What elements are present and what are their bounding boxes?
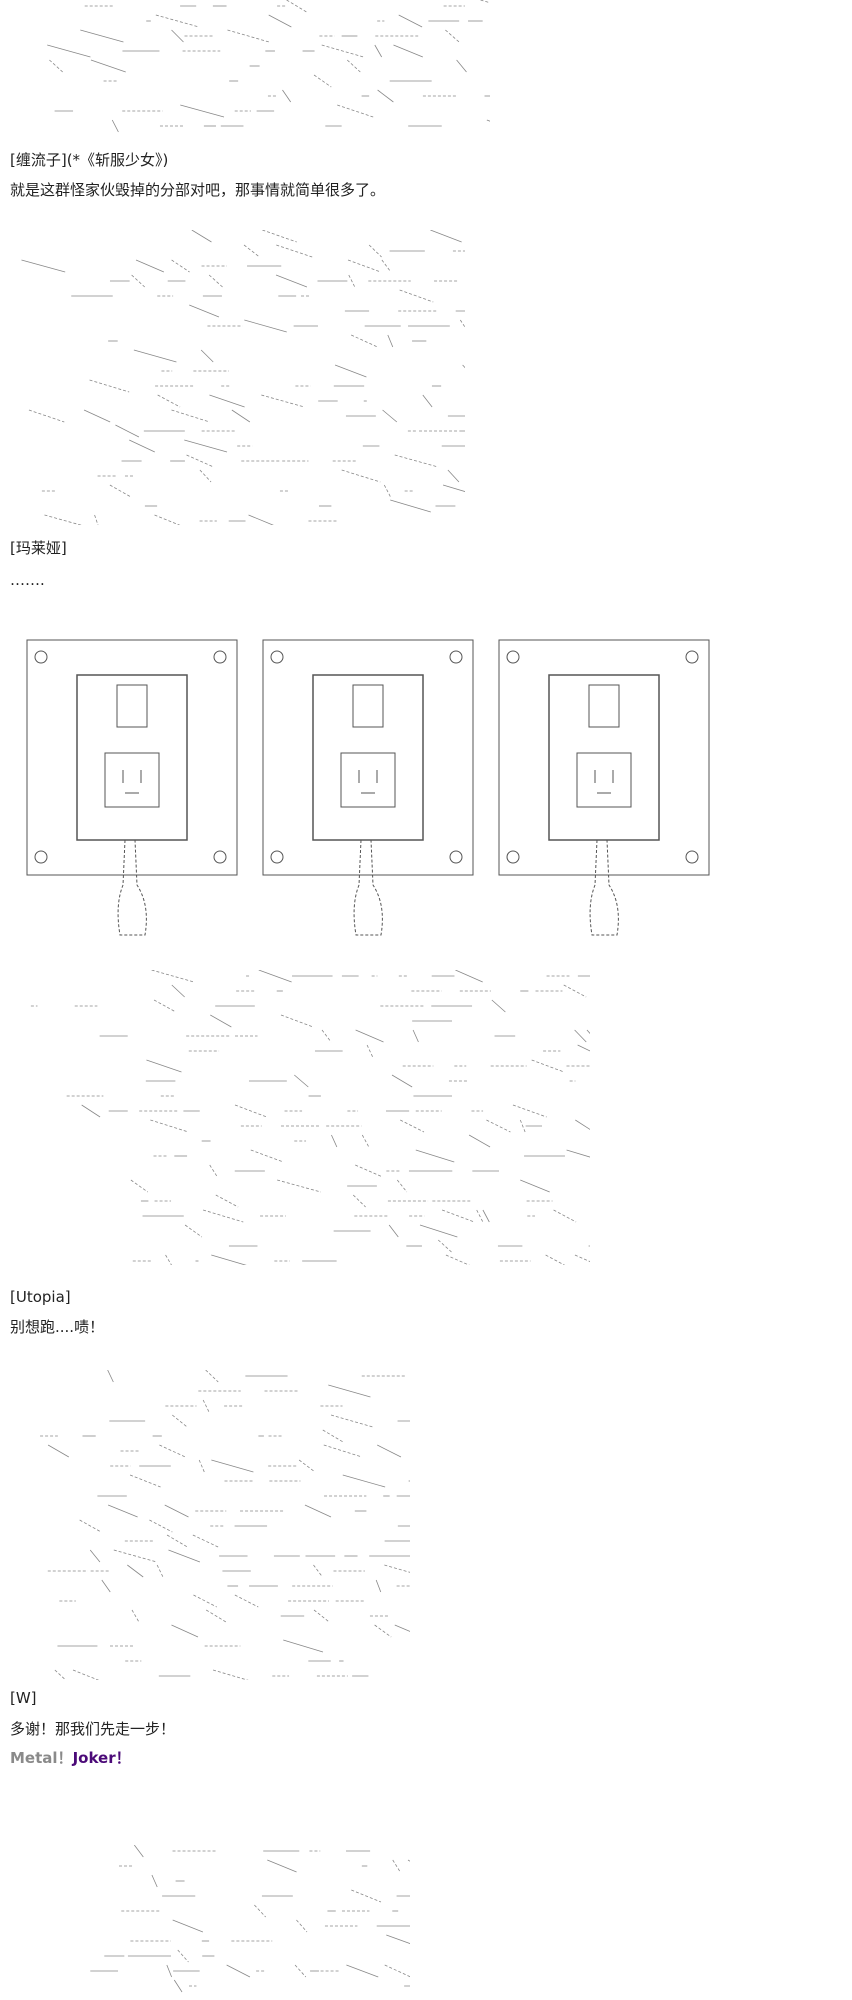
switch-plate	[26, 639, 238, 936]
shout-line: Metal！Joker！	[10, 1748, 131, 1768]
shout-joker: Joker	[72, 1749, 116, 1767]
switch-plate	[498, 639, 710, 936]
switch-plate	[262, 639, 474, 936]
speaker-label: [Utopia]	[10, 1288, 71, 1306]
shout-sep: ！	[57, 1749, 73, 1767]
speaker-label: [玛莱娅]	[10, 539, 67, 557]
shout-sep: ！	[115, 1749, 131, 1767]
ascii-art-figure-3	[10, 970, 590, 1265]
dialogue-text: 就是这群怪家伙毁掉的分部对吧，那事情就简单很多了。	[10, 181, 386, 199]
ascii-art-figure-5	[80, 1845, 410, 2000]
dialogue-text: 多谢！那我们先走一步！	[10, 1720, 176, 1738]
speaker-label: [缠流子](*《斩服少女》)	[10, 151, 169, 169]
ascii-art-figure-1	[20, 0, 490, 140]
ascii-art-figure-2	[10, 230, 465, 525]
dialogue-text: 别想跑....啧！	[10, 1318, 105, 1336]
ascii-art-switches	[25, 635, 725, 945]
ascii-art-figure-4	[30, 1370, 410, 1680]
speaker-label: [W]	[10, 1689, 37, 1707]
dialogue-text: …….	[10, 571, 45, 589]
shout-metal: Metal	[10, 1749, 58, 1767]
